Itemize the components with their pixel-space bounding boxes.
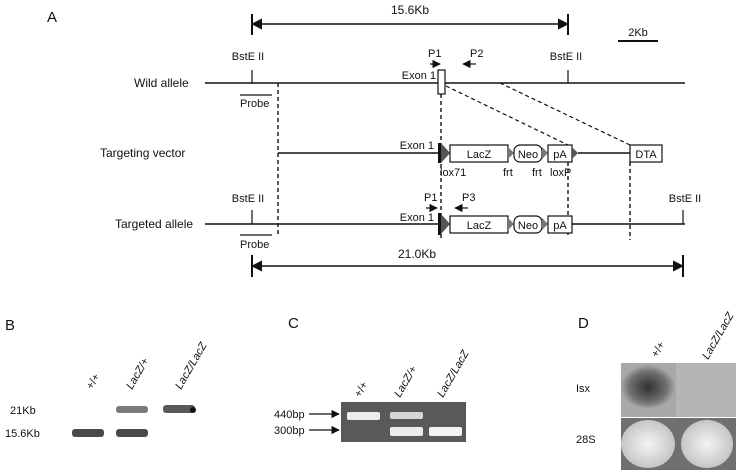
bottom-length-label: 21.0Kb: [398, 247, 436, 261]
vector-dta-label: DTA: [635, 149, 657, 161]
targeted-p3-label: P3: [462, 192, 475, 204]
d-row-label-isx: Isx: [576, 383, 591, 395]
c-lane-label-1: +/+: [352, 380, 370, 400]
c-lane-label-3: LacZ/LacZ: [435, 347, 472, 399]
targeted-frt-site-1: [508, 218, 514, 230]
vector-frt-site-2: [542, 147, 548, 159]
c-band-wt-440: [347, 412, 380, 420]
b-lane-label-1: +/+: [84, 372, 102, 392]
b-lane-label-3: LacZ/LacZ: [173, 339, 210, 391]
panel-label-a: A: [47, 9, 57, 26]
vector-neo-label: Neo: [518, 149, 538, 161]
row-label-wild: Wild allele: [134, 76, 189, 90]
panel-label-b: B: [5, 317, 15, 334]
targeted-lox-site: [441, 214, 450, 234]
top-length-label: 15.6Kb: [391, 3, 429, 17]
wild-exon-box: [437, 69, 446, 95]
targeted-site-left-label: BstE II: [232, 193, 264, 205]
d-28s-band-wt: [621, 420, 675, 468]
vector-frt-site-1: [508, 147, 514, 159]
targeted-exon-mark: [438, 213, 441, 235]
b-band-label-15kb: 15.6Kb: [5, 428, 40, 440]
vector-guide-diag-2: [499, 82, 631, 146]
c-band-hom-300: [429, 427, 462, 436]
c-lane-label-2: LacZ/+: [392, 364, 420, 400]
panel-label-d: D: [578, 315, 589, 332]
d-lane-label-1: +/+: [649, 340, 667, 360]
c-band-label-300: 300bp: [274, 425, 305, 437]
panel-label-c: C: [288, 315, 299, 332]
wild-p2-label: P2: [470, 48, 483, 60]
wild-site-right-label: BstE II: [550, 51, 582, 63]
b-band-wt-15kb: [72, 429, 104, 437]
vector-lox71-label: lox71: [440, 167, 466, 179]
d-row-label-28s: 28S: [576, 434, 596, 446]
d-isx-band-wt: [621, 365, 675, 409]
targeted-frt-site-2: [542, 218, 548, 230]
vector-frt2-label: frt: [532, 167, 542, 179]
b-band-label-21kb: 21Kb: [10, 405, 36, 417]
b-band-het-15kb: [116, 429, 148, 437]
vector-loxp-site: [572, 147, 578, 159]
targeted-site-right-label: BstE II: [669, 193, 701, 205]
c-band-het-440: [390, 412, 423, 419]
vector-guide-diag-1: [445, 85, 569, 146]
wild-exon-label: Exon 1: [402, 70, 436, 82]
vector-dta-box: [629, 144, 663, 163]
wild-probe-label: Probe: [240, 98, 269, 110]
vector-frt1-label: frt: [503, 167, 513, 179]
vector-lacz-label: LacZ: [467, 149, 492, 161]
d-lane-label-2: LacZ/LacZ: [700, 309, 737, 361]
d-28s-band-ko: [681, 420, 733, 468]
row-label-vector: Targeting vector: [100, 146, 185, 160]
targeted-neo-label: Neo: [518, 220, 538, 232]
targeted-pa-label: pA: [553, 220, 567, 232]
vector-pa-label: pA: [553, 149, 567, 161]
b-band-het-21kb: [116, 406, 148, 413]
c-band-het-300: [390, 427, 423, 436]
row-label-targeted: Targeted allele: [115, 217, 193, 231]
targeted-lacz-label: LacZ: [467, 220, 492, 232]
d-isx-ko-lane: [676, 363, 736, 417]
wild-p1-label: P1: [428, 48, 441, 60]
vector-loxp-label: loxP: [550, 167, 571, 179]
targeted-p1-label: P1: [424, 192, 437, 204]
b-band-spot: [190, 407, 196, 413]
scale-bar-label: 2Kb: [628, 27, 648, 39]
vector-exon-mark: [438, 143, 441, 163]
targeted-exon-label: Exon 1: [400, 212, 434, 224]
b-band-hom-21kb: [163, 405, 195, 413]
vector-exon-label: Exon 1: [400, 140, 434, 152]
targeted-probe-label: Probe: [240, 239, 269, 251]
b-lane-label-2: LacZ/+: [124, 356, 152, 392]
wild-site-left-label: BstE II: [232, 51, 264, 63]
c-band-label-440: 440bp: [274, 409, 305, 421]
vector-lox71-site: [441, 143, 450, 163]
